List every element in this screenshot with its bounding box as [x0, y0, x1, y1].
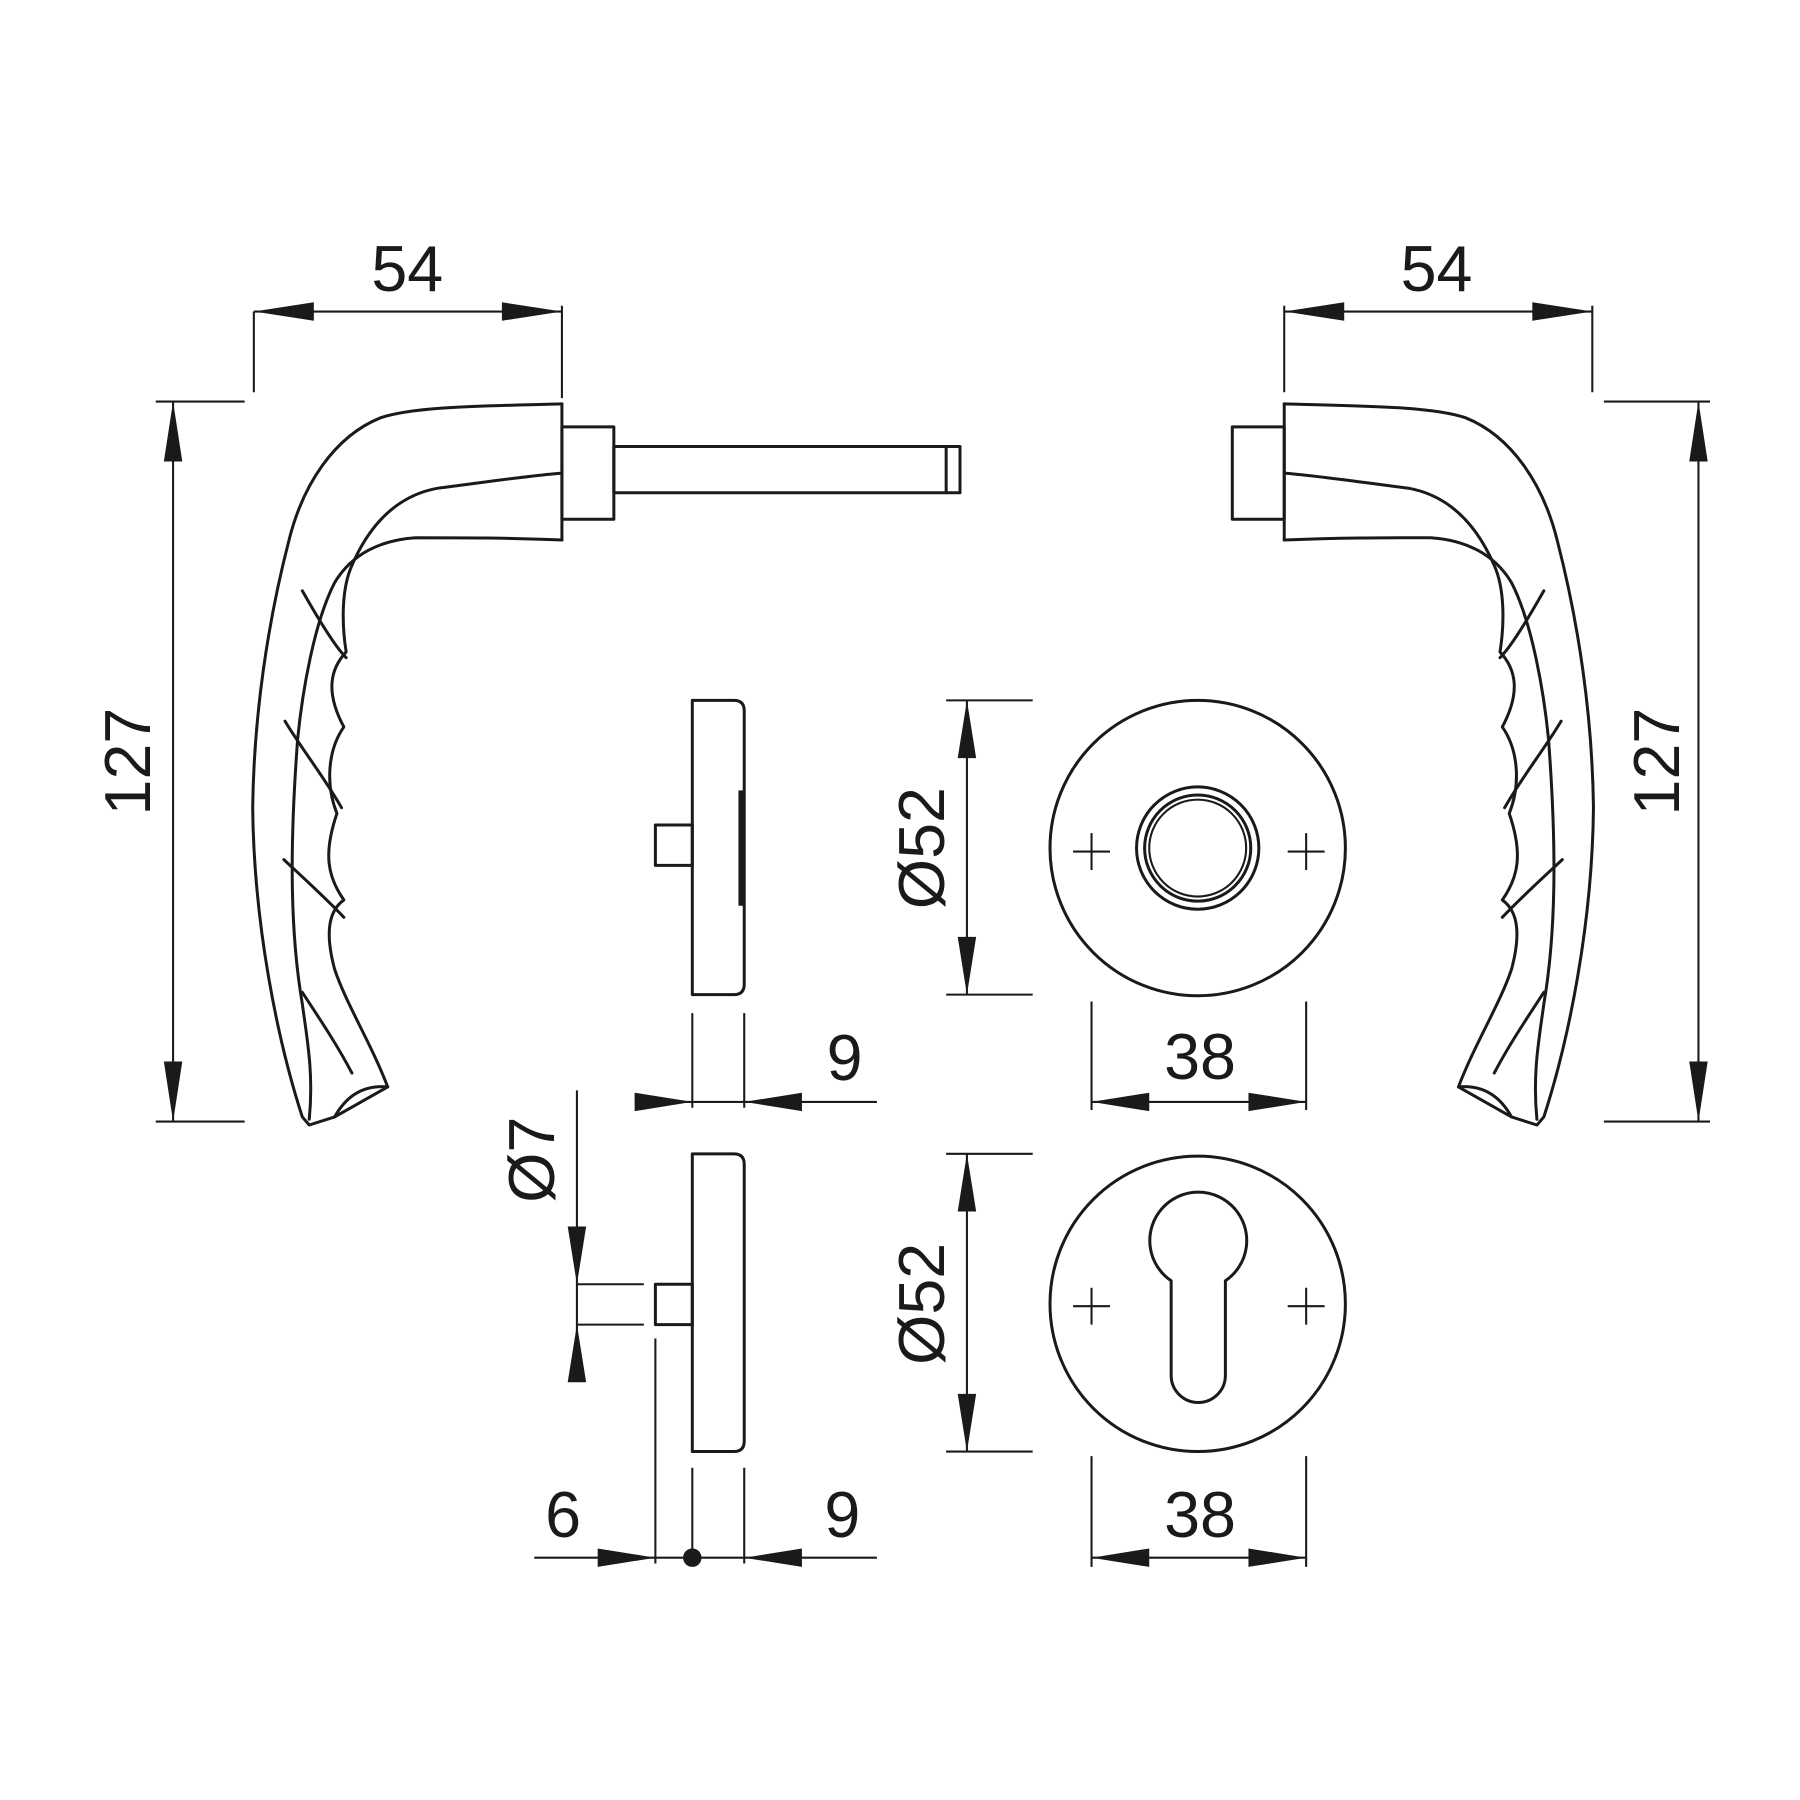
- bottom-rose-side-view: Ø7 6 9: [496, 1090, 877, 1567]
- bottom-rose-front-view: Ø52 38: [886, 1152, 1347, 1567]
- left-handle-height-label: 127: [92, 708, 164, 816]
- top-rose-fixing-distance-label: 38: [1164, 1021, 1236, 1093]
- screw-hole-markers: [1073, 1287, 1325, 1325]
- right-handle-height-label: 127: [1621, 708, 1693, 816]
- left-handle-projection-label: 54: [371, 233, 443, 305]
- bottom-rose-diameter-label: Ø52: [886, 1243, 958, 1365]
- spindle-diameter-label: Ø7: [496, 1117, 568, 1203]
- right-handle-drawing: [1230, 402, 1595, 1127]
- bottom-rose-fixing-distance-label: 38: [1164, 1479, 1236, 1551]
- top-rose-diameter-label: Ø52: [886, 787, 958, 909]
- top-rose-thickness-label: 9: [827, 1022, 863, 1094]
- left-handle-drawing: [251, 402, 962, 1127]
- profile-cylinder-keyhole: [1148, 1190, 1249, 1404]
- top-rose-front-view: Ø52 38: [886, 698, 1347, 1112]
- bottom-rose-thickness-label: 9: [824, 1479, 860, 1551]
- top-rose-side-view: 9: [634, 698, 877, 1112]
- spindle-offset-label: 6: [545, 1479, 581, 1551]
- right-handle-dimensions: 54 127: [1283, 233, 1710, 1123]
- right-handle-projection-label: 54: [1401, 233, 1473, 305]
- screw-hole-markers: [1073, 833, 1325, 870]
- left-handle-dimensions: 54 127: [92, 233, 563, 1123]
